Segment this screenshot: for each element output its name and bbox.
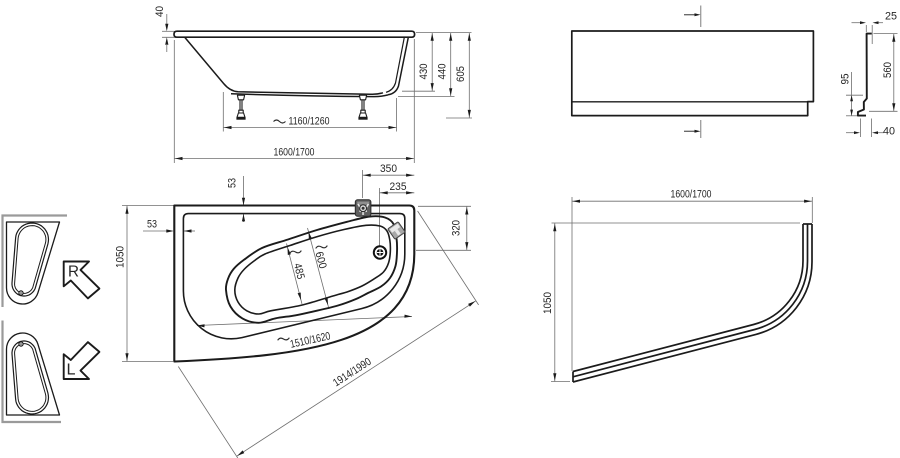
svg-text:40: 40 <box>883 126 895 138</box>
svg-text:25: 25 <box>885 11 897 23</box>
svg-text:235: 235 <box>390 181 407 193</box>
svg-text:320: 320 <box>451 220 463 236</box>
svg-text:1050: 1050 <box>115 246 127 268</box>
svg-text:1600/1700: 1600/1700 <box>274 146 315 158</box>
svg-text:560: 560 <box>882 62 894 78</box>
svg-text:600: 600 <box>313 250 329 270</box>
svg-text:440: 440 <box>436 64 448 80</box>
svg-text:40: 40 <box>154 6 166 17</box>
svg-text:430: 430 <box>418 64 430 80</box>
svg-text:1160/1260: 1160/1260 <box>289 116 330 128</box>
svg-text:95: 95 <box>840 74 852 85</box>
svg-text:53: 53 <box>147 219 157 231</box>
svg-text:605: 605 <box>455 66 467 82</box>
svg-text:R: R <box>68 264 79 281</box>
svg-text:53: 53 <box>227 178 239 188</box>
svg-text:485: 485 <box>291 262 307 280</box>
svg-text:1600/1700: 1600/1700 <box>671 189 712 201</box>
svg-text:1050: 1050 <box>542 292 554 314</box>
svg-text:350: 350 <box>380 163 397 175</box>
svg-text:L: L <box>67 362 76 379</box>
